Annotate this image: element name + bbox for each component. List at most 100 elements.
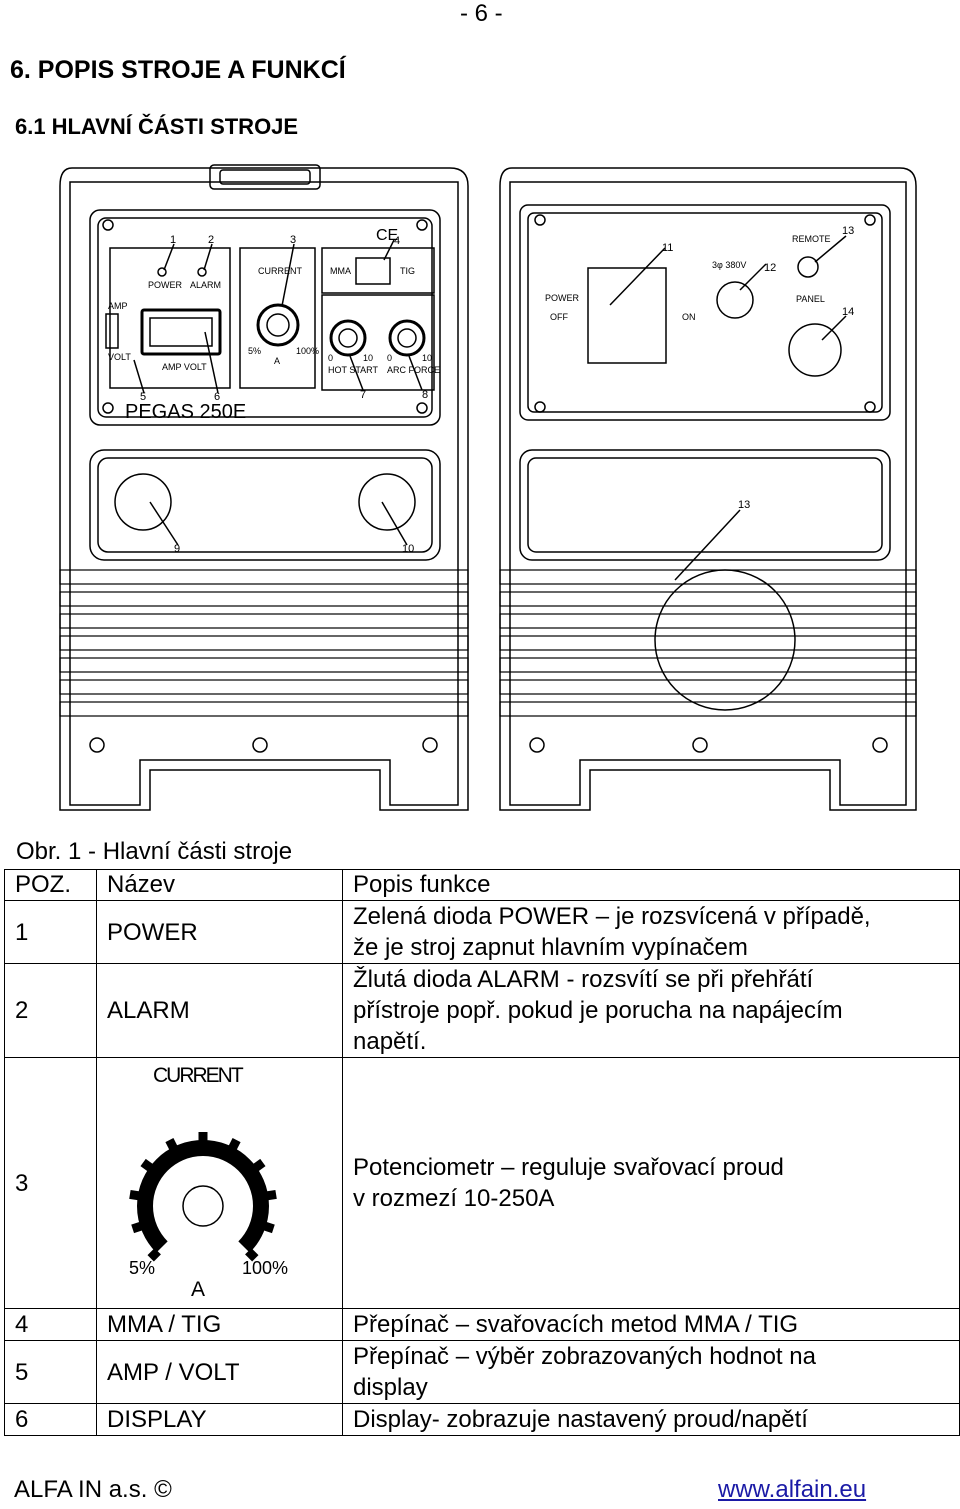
fig-label-hs-0: 0 bbox=[328, 353, 333, 363]
knob-arc bbox=[137, 1140, 269, 1253]
desc-line: Žlutá dioda ALARM - rozsvítí se při přeh… bbox=[353, 966, 814, 993]
fig-label-amp: AMP bbox=[108, 301, 128, 311]
row-pos: 6 bbox=[4, 1403, 97, 1436]
fig-label-alarm: ALARM bbox=[190, 280, 221, 290]
callout-7: 7 bbox=[360, 389, 366, 401]
desc-line: Potenciometr – reguluje svařovací proud bbox=[353, 1154, 784, 1181]
header-desc: Popis funkce bbox=[342, 869, 960, 901]
ce-mark: CE bbox=[376, 227, 398, 244]
fig-label-power: POWER bbox=[148, 280, 183, 290]
knob-tick bbox=[252, 1158, 266, 1173]
callout-13-remote: 13 bbox=[842, 225, 854, 237]
fig-label-hot-start: HOT START bbox=[328, 365, 379, 375]
fig-label-remote: REMOTE bbox=[792, 234, 831, 244]
desc-line: v rozmezí 10-250A bbox=[353, 1185, 555, 1212]
table-row: 1 POWER Zelená dioda POWER – je rozsvíce… bbox=[4, 900, 960, 964]
row-desc: Přepínač – svařovacích metod MMA / TIG bbox=[342, 1308, 960, 1341]
knob-tick bbox=[262, 1221, 275, 1234]
callout-9: 9 bbox=[174, 543, 180, 555]
row-name-knob: CURRENT 5% 100% A bbox=[96, 1057, 343, 1309]
row-name: POWER bbox=[96, 900, 343, 964]
callout-4: 4 bbox=[394, 235, 400, 247]
row-desc: Žlutá dioda ALARM - rozsvítí se při přeh… bbox=[342, 963, 960, 1058]
callout-14: 14 bbox=[842, 306, 854, 318]
knob-tick bbox=[129, 1189, 141, 1201]
table-row: 3 CURRENT 5% 100% A Potenciometr – regul… bbox=[4, 1057, 960, 1309]
section-heading: 6. POPIS STROJE A FUNKCÍ bbox=[10, 56, 346, 84]
knob-tick bbox=[140, 1158, 154, 1173]
callout-11: 11 bbox=[662, 242, 673, 254]
page-number: - 6 - bbox=[460, 0, 503, 27]
knob-tick bbox=[165, 1138, 178, 1152]
parts-table: POZ. Název Popis funkce 1 POWER Zelená d… bbox=[4, 869, 960, 1436]
row-desc: Přepínač – výběr zobrazovaných hodnot na… bbox=[342, 1340, 960, 1404]
fig-label-volt: VOLT bbox=[108, 352, 131, 362]
knob-min-label: 5% bbox=[129, 1258, 155, 1278]
row-name: MMA / TIG bbox=[96, 1308, 343, 1341]
brand-label: PEGAS 250E bbox=[125, 401, 246, 423]
row-name: DISPLAY bbox=[96, 1403, 343, 1436]
fig-label-tig: TIG bbox=[400, 266, 415, 276]
fig-label-current: CURRENT bbox=[258, 266, 303, 276]
desc-line: přístroje popř. pokud je porucha na napá… bbox=[353, 997, 843, 1024]
fig-label-arc-force: ARC FORCE bbox=[387, 365, 440, 375]
front-unit-drawing bbox=[59, 164, 469, 811]
current-knob-illustration: CURRENT 5% 100% A bbox=[129, 1064, 288, 1301]
callout-6: 6 bbox=[214, 391, 220, 403]
fig-label-mma: MMA bbox=[330, 266, 351, 276]
fig-label-5pct: 5% bbox=[248, 346, 261, 356]
desc-line: display bbox=[353, 1374, 428, 1401]
callout-12: 12 bbox=[764, 262, 776, 274]
fig-label-panel: PANEL bbox=[796, 294, 825, 304]
fig-label-off: OFF bbox=[550, 312, 568, 322]
fig-label-af-0: 0 bbox=[387, 353, 392, 363]
callout-8: 8 bbox=[422, 389, 428, 401]
row-name: ALARM bbox=[96, 963, 343, 1058]
desc-line: Přepínač – svařovacích metod MMA / TIG bbox=[353, 1311, 799, 1338]
fig-label-voltage: 3φ 380V bbox=[712, 260, 746, 270]
footer-website-link[interactable]: www.alfain.eu bbox=[718, 1476, 867, 1503]
header-pos: POZ. bbox=[4, 869, 97, 901]
fig-label-on: ON bbox=[682, 312, 696, 322]
table-header-row: POZ. Název Popis funkce bbox=[4, 869, 960, 901]
machine-figure: POWER ALARM CURRENT MMA TIG AMP VOLT AMP… bbox=[59, 164, 917, 811]
table-row: 5 AMP / VOLT Přepínač – výběr zobrazovan… bbox=[4, 1340, 960, 1404]
callout-10: 10 bbox=[402, 543, 414, 555]
knob-tick bbox=[228, 1138, 241, 1152]
row-desc: Zelená dioda POWER – je rozsvícená v pří… bbox=[342, 900, 960, 964]
knob-tick bbox=[131, 1221, 144, 1234]
header-name: Název bbox=[96, 869, 343, 901]
fig-label-rear-power: POWER bbox=[545, 293, 580, 303]
knob-tick bbox=[245, 1248, 259, 1262]
rear-unit-drawing bbox=[499, 167, 917, 811]
table-row: 4 MMA / TIG Přepínač – svařovacích metod… bbox=[4, 1308, 960, 1341]
knob-tick bbox=[265, 1189, 277, 1201]
row-name: AMP / VOLT bbox=[96, 1340, 343, 1404]
row-pos: 2 bbox=[4, 963, 97, 1058]
desc-line: že je stroj zapnut hlavním vypínačem bbox=[353, 934, 748, 961]
callout-3: 3 bbox=[290, 234, 296, 246]
row-desc: Display- zobrazuje nastavený proud/napět… bbox=[342, 1403, 960, 1436]
fig-label-100pct: 100% bbox=[296, 346, 319, 356]
desc-line: Přepínač – výběr zobrazovaných hodnot na bbox=[353, 1343, 816, 1370]
knob-scale bbox=[129, 1132, 277, 1262]
row-desc: Potenciometr – reguluje svařovací proud … bbox=[342, 1057, 960, 1309]
row-pos: 4 bbox=[4, 1308, 97, 1341]
subsection-title: HLAVNÍ ČÁSTI STROJE bbox=[51, 114, 299, 139]
knob-tick bbox=[147, 1248, 161, 1262]
callout-1: 1 bbox=[170, 234, 176, 246]
knob-max-label: 100% bbox=[242, 1258, 288, 1278]
knob-unit-label: A bbox=[191, 1278, 205, 1301]
table-row: 6 DISPLAY Display- zobrazuje nastavený p… bbox=[4, 1403, 960, 1436]
desc-line: napětí. bbox=[353, 1028, 427, 1055]
fig-label-a: A bbox=[274, 356, 280, 366]
fig-label-hs-10: 10 bbox=[363, 353, 373, 363]
footer-company: ALFA IN a.s. © bbox=[14, 1476, 172, 1503]
subsection-number: 6.1 bbox=[15, 114, 46, 139]
figure-caption: Obr. 1 - Hlavní části stroje bbox=[16, 838, 293, 865]
fig-label-af-10: 10 bbox=[422, 353, 432, 363]
callout-13-fan: 13 bbox=[738, 499, 750, 511]
knob-center bbox=[182, 1185, 224, 1227]
table-row: 2 ALARM Žlutá dioda ALARM - rozsvítí se … bbox=[4, 963, 960, 1058]
